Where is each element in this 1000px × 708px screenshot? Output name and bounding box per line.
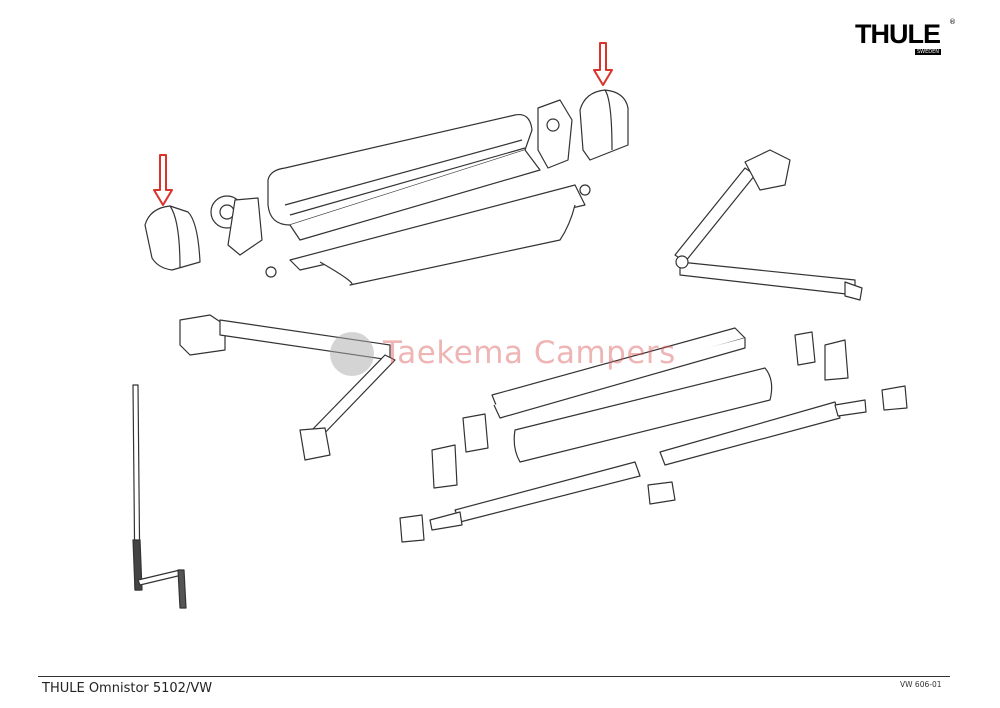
thule-logo: THULE SWEDEN ® bbox=[855, 18, 965, 58]
footer-code: VW 606-01 bbox=[900, 680, 942, 689]
arrow-down-icon bbox=[153, 154, 173, 206]
watermark-logo bbox=[330, 332, 374, 376]
logo-subtext: SWEDEN bbox=[915, 49, 942, 55]
left-gear-mechanism bbox=[210, 195, 263, 256]
crank-handle bbox=[132, 384, 187, 609]
watermark-text: Taekema Campers bbox=[383, 335, 676, 371]
registered-mark: ® bbox=[949, 18, 956, 26]
small-parts bbox=[399, 331, 908, 543]
right-folding-arm bbox=[674, 149, 863, 301]
footer-divider bbox=[38, 676, 950, 677]
footer-title: THULE Omnistor 5102/VW bbox=[42, 681, 213, 696]
logo-text: THULE bbox=[855, 19, 941, 49]
telescopic-rails bbox=[429, 399, 867, 531]
fabric-roll bbox=[265, 184, 591, 286]
left-end-cap bbox=[144, 205, 201, 271]
front-profile bbox=[491, 327, 773, 463]
right-gear-mechanism bbox=[537, 99, 573, 169]
arrow-down-icon bbox=[593, 42, 613, 86]
right-end-cap bbox=[579, 89, 629, 161]
roller-housing bbox=[267, 113, 541, 241]
